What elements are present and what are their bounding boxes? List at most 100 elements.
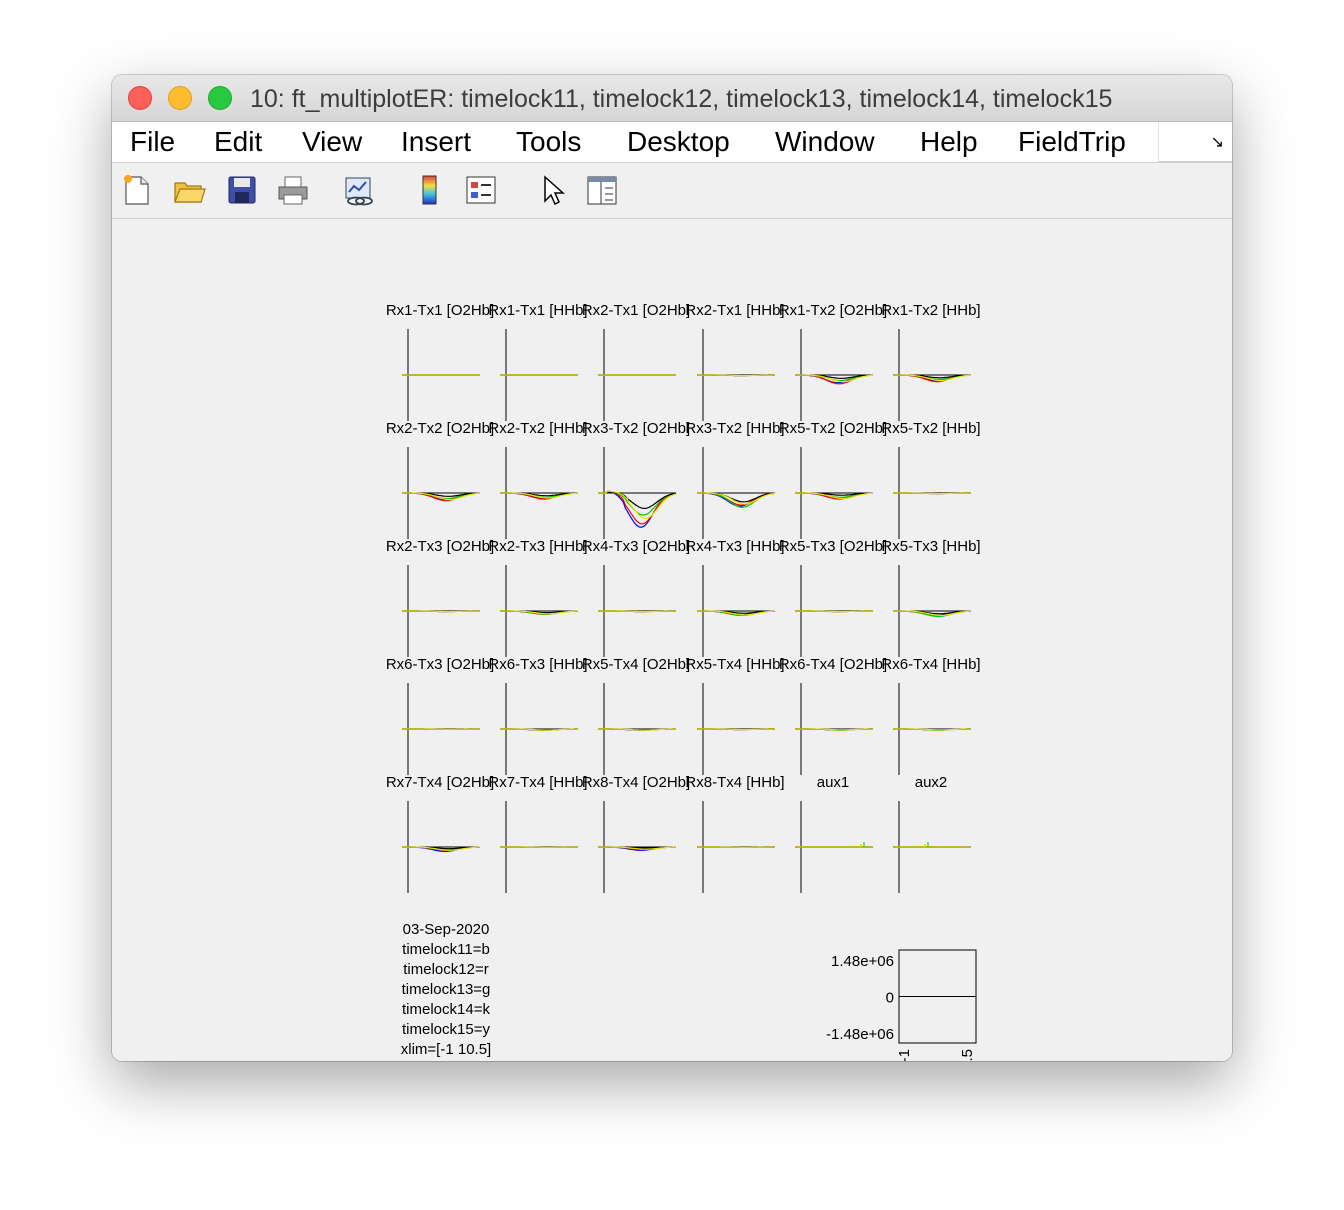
trace-timelock12 — [598, 490, 677, 525]
channel-label: Rx3-Tx2 [HHb] — [685, 420, 784, 437]
trace-timelock15 — [402, 492, 481, 501]
trace-timelock13 — [598, 490, 677, 516]
menu-window[interactable]: Window — [775, 126, 875, 157]
channel-rx4-tx3-o2hb[interactable]: Rx4-Tx3 [O2Hb] — [582, 538, 690, 657]
info-line: 03-Sep-2020 — [403, 921, 490, 938]
channel-rx1-tx1-hhb[interactable]: Rx1-Tx1 [HHb] — [488, 302, 588, 421]
title-bar[interactable]: 10: ft_multiplotER: timelock11, timelock… — [112, 75, 1232, 122]
channel-rx1-tx2-o2hb[interactable]: Rx1-Tx2 [O2Hb] — [779, 302, 887, 421]
channel-rx7-tx4-hhb[interactable]: Rx7-Tx4 [HHb] — [488, 774, 588, 893]
zoom-button[interactable] — [208, 86, 232, 110]
info-line: timelock11=b — [402, 941, 490, 958]
channel-rx1-tx1-o2hb[interactable]: Rx1-Tx1 [O2Hb] — [386, 302, 494, 421]
channel-rx4-tx3-hhb[interactable]: Rx4-Tx3 [HHb] — [685, 538, 785, 657]
dock-figure-button[interactable]: ↘ — [1158, 122, 1232, 162]
channel-rx6-tx3-hhb[interactable]: Rx6-Tx3 [HHb] — [488, 656, 588, 775]
channel-rx8-tx4-hhb[interactable]: Rx8-Tx4 [HHb] — [685, 774, 785, 893]
channel-label: Rx5-Tx4 [O2Hb] — [582, 656, 690, 673]
channel-label: Rx5-Tx3 [O2Hb] — [779, 538, 887, 555]
trace-timelock14 — [598, 491, 677, 510]
print-icon[interactable] — [276, 173, 310, 207]
menu-help[interactable]: Help — [920, 126, 978, 157]
channel-rx6-tx3-o2hb[interactable]: Rx6-Tx3 [O2Hb] — [386, 656, 494, 775]
channel-aux1[interactable]: aux1 — [795, 774, 873, 893]
menu-insert[interactable]: Insert — [401, 126, 472, 157]
channel-label: Rx4-Tx3 [HHb] — [685, 538, 784, 555]
info-line: timelock15=y — [402, 1021, 490, 1038]
channel-label: Rx6-Tx4 [HHb] — [881, 656, 980, 673]
menu-tools[interactable]: Tools — [516, 126, 582, 157]
channel-label: Rx8-Tx4 [O2Hb] — [582, 774, 690, 791]
toolbar — [112, 163, 1232, 219]
channel-rx3-tx2-hhb[interactable]: Rx3-Tx2 [HHb] — [685, 420, 785, 539]
link-plot-icon[interactable] — [342, 173, 376, 207]
channel-label: Rx2-Tx1 [O2Hb] — [582, 302, 690, 319]
figure-window: 10: ft_multiplotER: timelock11, timelock… — [112, 75, 1232, 1061]
menu-fieldtrip[interactable]: FieldTrip — [1018, 126, 1126, 157]
insert-colorbar-icon[interactable] — [413, 173, 447, 207]
channel-rx2-tx2-o2hb[interactable]: Rx2-Tx2 [O2Hb] — [386, 420, 494, 539]
trace-timelock15 — [795, 374, 874, 383]
channel-label: Rx2-Tx1 [HHb] — [685, 302, 784, 319]
channel-rx5-tx4-hhb[interactable]: Rx5-Tx4 [HHb] — [685, 656, 785, 775]
trace-timelock15 — [795, 492, 874, 500]
menu-file[interactable]: File — [130, 126, 176, 157]
trace-timelock15 — [697, 610, 775, 616]
close-button[interactable] — [128, 86, 152, 110]
channel-label: Rx6-Tx3 [HHb] — [488, 656, 587, 673]
trace-timelock15 — [598, 846, 676, 850]
channel-label: Rx5-Tx3 [HHb] — [881, 538, 980, 555]
channel-label: Rx2-Tx3 [HHb] — [488, 538, 587, 555]
menu-desktop[interactable]: Desktop — [627, 126, 730, 157]
channel-rx6-tx4-o2hb[interactable]: Rx6-Tx4 [O2Hb] — [779, 656, 887, 775]
minimize-button[interactable] — [168, 86, 192, 110]
scale-ytick-label: 0 — [886, 990, 894, 1007]
channel-label: Rx5-Tx2 [O2Hb] — [779, 420, 887, 437]
trace-timelock15 — [500, 492, 579, 499]
channel-rx5-tx2-hhb[interactable]: Rx5-Tx2 [HHb] — [881, 420, 981, 539]
trace-timelock15 — [598, 490, 677, 519]
save-icon[interactable] — [225, 173, 259, 207]
channel-label: Rx2-Tx3 [O2Hb] — [386, 538, 494, 555]
trace-timelock15 — [795, 610, 873, 613]
property-inspector-icon[interactable] — [585, 173, 619, 207]
info-line: xlim=[-1 10.5] — [401, 1041, 491, 1058]
channel-rx2-tx3-hhb[interactable]: Rx2-Tx3 [HHb] — [488, 538, 588, 657]
channel-label: aux1 — [817, 774, 850, 791]
channel-rx6-tx4-hhb[interactable]: Rx6-Tx4 [HHb] — [881, 656, 981, 775]
menu-view[interactable]: View — [302, 126, 363, 157]
new-figure-icon[interactable] — [120, 173, 154, 207]
channel-rx5-tx2-o2hb[interactable]: Rx5-Tx2 [O2Hb] — [779, 420, 887, 539]
channel-aux2[interactable]: aux2 — [893, 774, 971, 893]
channel-label: Rx6-Tx3 [O2Hb] — [386, 656, 494, 673]
trace-timelock15 — [500, 610, 579, 615]
trace-timelock15 — [893, 728, 972, 731]
channel-rx5-tx3-hhb[interactable]: Rx5-Tx3 [HHb] — [881, 538, 981, 657]
channel-rx5-tx3-o2hb[interactable]: Rx5-Tx3 [O2Hb] — [779, 538, 887, 657]
channel-rx2-tx2-hhb[interactable]: Rx2-Tx2 [HHb] — [488, 420, 588, 539]
channel-rx2-tx1-hhb[interactable]: Rx2-Tx1 [HHb] — [685, 302, 785, 421]
channel-label: Rx8-Tx4 [HHb] — [685, 774, 784, 791]
menu-edit[interactable]: Edit — [214, 126, 263, 157]
scale-ytick-label: -1.48e+06 — [826, 1026, 894, 1043]
info-line: timelock14=k — [402, 1001, 490, 1018]
trace-timelock15 — [697, 492, 776, 505]
channel-rx2-tx1-o2hb[interactable]: Rx2-Tx1 [O2Hb] — [582, 302, 690, 421]
edit-plot-icon[interactable] — [536, 173, 570, 207]
channel-rx3-tx2-o2hb[interactable]: Rx3-Tx2 [O2Hb] — [582, 420, 690, 539]
channel-rx7-tx4-o2hb[interactable]: Rx7-Tx4 [O2Hb] — [386, 774, 494, 893]
channel-rx5-tx4-o2hb[interactable]: Rx5-Tx4 [O2Hb] — [582, 656, 690, 775]
dock-arrow-icon: ↘ — [1210, 134, 1224, 151]
trace-timelock15 — [402, 846, 481, 851]
channel-rx8-tx4-o2hb[interactable]: Rx8-Tx4 [O2Hb] — [582, 774, 690, 893]
channel-label: Rx1-Tx1 [O2Hb] — [386, 302, 494, 319]
channel-rx2-tx3-o2hb[interactable]: Rx2-Tx3 [O2Hb] — [386, 538, 494, 657]
info-line: timelock13=g — [402, 981, 491, 998]
insert-legend-icon[interactable] — [464, 173, 498, 207]
figure-canvas[interactable]: Rx1-Tx1 [O2Hb]Rx1-Tx1 [HHb]Rx2-Tx1 [O2Hb… — [112, 219, 1232, 1061]
channel-label: Rx2-Tx2 [HHb] — [488, 420, 587, 437]
channel-label: Rx1-Tx2 [O2Hb] — [779, 302, 887, 319]
trace-timelock15 — [402, 610, 480, 613]
channel-rx1-tx2-hhb[interactable]: Rx1-Tx2 [HHb] — [881, 302, 981, 421]
open-file-icon[interactable] — [172, 173, 206, 207]
